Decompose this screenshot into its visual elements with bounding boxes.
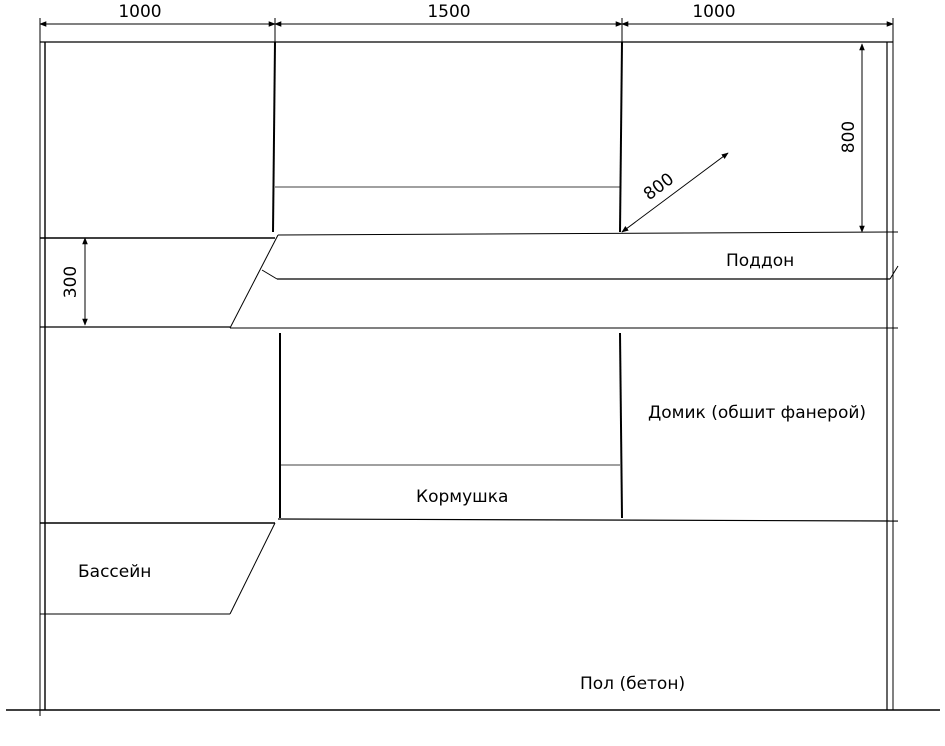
label-house: Домик (обшит фанерой): [648, 403, 866, 423]
pool: [40, 522, 276, 615]
label-floor: Пол (бетон): [580, 674, 685, 694]
dim-right-width: 1000: [692, 2, 735, 22]
upper-compartment: [272, 41, 623, 233]
tray-level: [40, 231, 899, 329]
middle-compartment: [40, 332, 899, 524]
diagonal-dimension: [621, 152, 729, 233]
dim-middle-width: 1500: [427, 2, 470, 22]
dim-left-width: 1000: [118, 2, 161, 22]
dim-upper-height: 800: [839, 121, 859, 153]
label-feeder: Кормушка: [416, 487, 508, 507]
label-tray: Поддон: [726, 251, 794, 271]
dim-diagonal: 800: [640, 169, 678, 205]
dim-tray-height: 300: [61, 266, 81, 298]
frame: [6, 18, 940, 716]
label-pool: Бассейн: [78, 562, 151, 582]
top-dimension-lines: [39, 18, 894, 42]
